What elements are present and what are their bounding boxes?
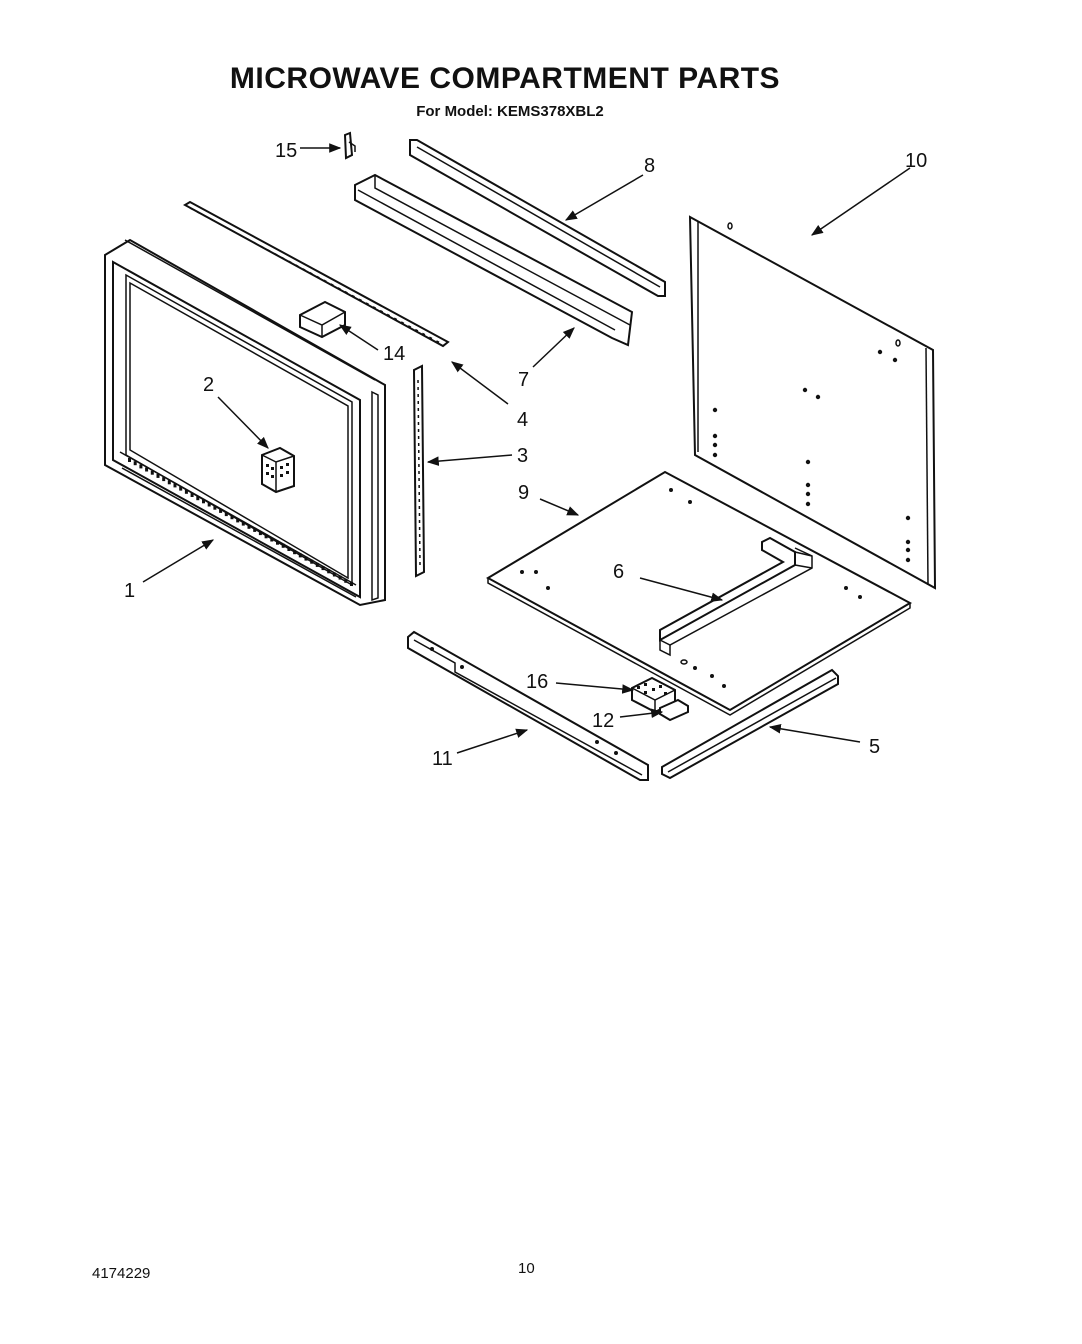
front-frame-part bbox=[104, 238, 386, 607]
callout-1: 1 bbox=[124, 580, 135, 602]
callout-11: 11 bbox=[432, 748, 453, 770]
callout-16: 16 bbox=[526, 671, 548, 693]
callout-numbers: 1 2 3 4 5 6 7 8 9 10 11 12 14 15 16 bbox=[124, 140, 927, 770]
vent-slot bbox=[156, 473, 160, 478]
diagonal-strip-part-4 bbox=[182, 200, 450, 348]
vent-slot bbox=[207, 502, 211, 507]
callout-12: 12 bbox=[592, 710, 614, 732]
vent-slot bbox=[298, 553, 302, 558]
vent-slot bbox=[293, 550, 297, 555]
model-subtitle: For Model: KEMS378XBL2 bbox=[416, 103, 604, 120]
vent-slot bbox=[332, 572, 336, 577]
gasket-strip-part-3 bbox=[412, 364, 426, 578]
callout-8: 8 bbox=[644, 155, 655, 177]
vent-slot bbox=[150, 470, 154, 475]
vent-slot bbox=[213, 505, 217, 510]
vent-slot bbox=[310, 559, 314, 564]
vent-slot bbox=[338, 575, 342, 580]
vent-slot bbox=[230, 515, 234, 520]
callout-15: 15 bbox=[275, 140, 297, 162]
bottom-rail-part-5 bbox=[661, 668, 839, 780]
callout-5: 5 bbox=[869, 736, 880, 758]
callout-7: 7 bbox=[518, 369, 529, 391]
leader-lines bbox=[142, 143, 911, 754]
vent-slot bbox=[224, 512, 228, 517]
vent-slot bbox=[315, 562, 319, 567]
vent-slot bbox=[179, 486, 183, 491]
vent-slot bbox=[241, 521, 245, 526]
vent-slot bbox=[190, 493, 194, 497]
vent-slot bbox=[344, 578, 348, 583]
vent-slot bbox=[219, 508, 223, 513]
vent-slot bbox=[236, 518, 240, 523]
vent-slot bbox=[287, 547, 291, 551]
vent-slot bbox=[133, 461, 137, 466]
callout-3: 3 bbox=[517, 445, 528, 467]
back-panel-part-10 bbox=[688, 215, 937, 590]
vent-slot bbox=[247, 524, 251, 529]
vent-slot bbox=[253, 527, 257, 532]
callout-6: 6 bbox=[613, 561, 624, 583]
callout-10: 10 bbox=[905, 150, 927, 172]
vent-slot bbox=[184, 489, 188, 494]
vent-slot bbox=[264, 534, 268, 539]
vent-slot bbox=[270, 537, 274, 542]
bottom-rail-part-11 bbox=[407, 630, 649, 781]
top-rail-part-8 bbox=[409, 139, 666, 297]
vent-slot bbox=[167, 480, 171, 485]
l-bracket-part-6 bbox=[659, 536, 813, 657]
vent-slot bbox=[145, 467, 149, 472]
callout-4: 4 bbox=[517, 409, 528, 431]
vent-slot bbox=[173, 483, 177, 488]
block-part-16 bbox=[631, 676, 676, 714]
vent-slot bbox=[281, 543, 285, 548]
page-number: 10 bbox=[518, 1260, 535, 1277]
vent-slot bbox=[162, 477, 166, 482]
vent-slot bbox=[196, 496, 200, 501]
callout-14: 14 bbox=[383, 343, 405, 365]
vent-slot bbox=[321, 566, 325, 571]
block-part-2 bbox=[261, 446, 295, 494]
shelf-rail-part-7 bbox=[354, 173, 634, 347]
vent-slot bbox=[202, 499, 205, 504]
vent-slot bbox=[350, 582, 353, 586]
vent-slot bbox=[258, 531, 262, 536]
vent-slot bbox=[304, 556, 308, 561]
page-title: MICROWAVE COMPARTMENT PARTS bbox=[229, 62, 781, 95]
clip-part-15 bbox=[343, 131, 356, 160]
vent-slot bbox=[128, 458, 131, 462]
bracket-part-14 bbox=[299, 300, 346, 339]
vent-slot bbox=[139, 464, 143, 469]
document-number: 4174229 bbox=[92, 1265, 151, 1282]
vent-slot bbox=[276, 540, 279, 545]
callout-9: 9 bbox=[518, 482, 529, 504]
floor-plate-part-9 bbox=[485, 470, 913, 716]
vent-slot bbox=[327, 569, 331, 574]
callout-2: 2 bbox=[203, 374, 214, 396]
